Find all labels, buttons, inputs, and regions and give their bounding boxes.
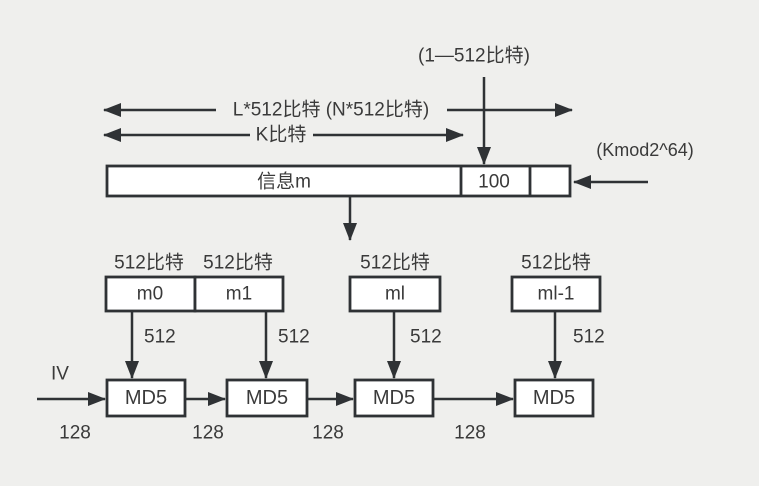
message-bar xyxy=(105,164,572,198)
block-m0 xyxy=(104,275,197,313)
kmod-note: (Kmod2^64) xyxy=(596,140,694,160)
block-arrow-bits-label: 512 xyxy=(144,327,176,348)
k-bits-label: K比特 xyxy=(256,124,307,146)
block-m1 xyxy=(193,275,285,313)
output-bits-label: 128 xyxy=(312,423,344,444)
padding-bits-label: 100 xyxy=(478,172,510,193)
message-label: 信息m xyxy=(257,171,311,193)
md5-box-label: MD5 xyxy=(246,387,288,409)
block-name: m0 xyxy=(137,284,163,305)
total-length-label: L*512比特 (N*512比特) xyxy=(233,99,429,121)
output-bits-label: 128 xyxy=(192,423,224,444)
md5-box-2 xyxy=(225,378,309,418)
iv-label: IV xyxy=(51,364,69,385)
md5-box-1 xyxy=(105,378,187,418)
chunk-size-note: (1—512比特) xyxy=(418,45,530,67)
block-bits-label: 512比特 xyxy=(521,252,591,274)
md5-box-label: MD5 xyxy=(373,387,415,409)
output-bits-label: 128 xyxy=(59,423,91,444)
md5-box-4 xyxy=(513,378,595,418)
block-name: m1 xyxy=(226,284,252,305)
output-bits-label: 128 xyxy=(454,423,486,444)
block-bits-label: 512比特 xyxy=(360,252,430,274)
block-arrow-bits-label: 512 xyxy=(278,327,310,348)
block-name: ml-1 xyxy=(538,284,575,305)
md5-box-label: MD5 xyxy=(125,387,167,409)
md5-box-3 xyxy=(353,378,435,418)
block-bits-label: 512比特 xyxy=(114,252,184,274)
md5-box-label: MD5 xyxy=(533,387,575,409)
block-arrow-bits-label: 512 xyxy=(573,327,605,348)
block-bits-label: 512比特 xyxy=(203,252,273,274)
block-name: ml xyxy=(385,284,405,305)
block-arrow-bits-label: 512 xyxy=(410,327,442,348)
